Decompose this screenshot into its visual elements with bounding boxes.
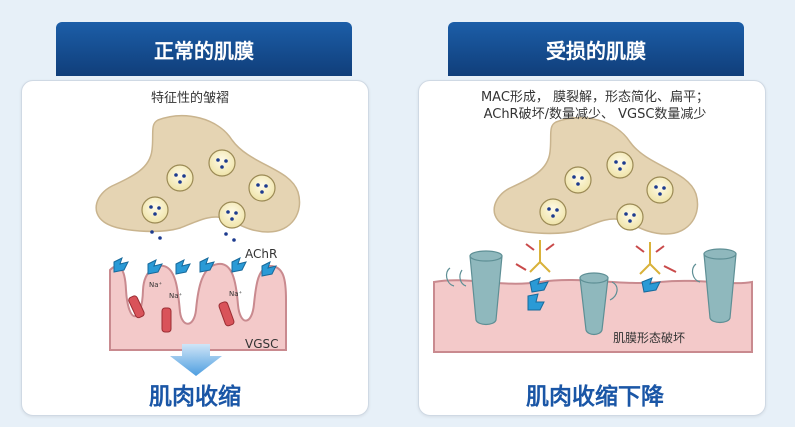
na-label-2: Na⁺ [169,292,183,300]
damaged-membrane-title: 受损的肌膜 [448,22,744,76]
vgsc-label: VGSC [245,337,279,351]
damaged-caption-line2: AChR破坏/数量减少、 VGSC数量减少 [483,107,707,122]
na-label-1: Na⁺ [149,281,163,289]
contraction-arrow [170,344,222,376]
mac-complexes [445,248,737,336]
antibodies [515,240,677,275]
achr-label: AChR [245,247,278,261]
normal-result: 肌肉收缩 [149,384,241,410]
damaged-caption-line1: MAC形成， 膜裂解，形态简化、扁平； [480,90,710,105]
membrane-damage-label: 肌膜形态破坏 [613,331,686,345]
achr-receptors [113,257,277,277]
normal-caption: 特征性的皱褶 [150,91,229,106]
vgsc-channels [128,295,235,333]
nerve-terminal [95,115,301,233]
achr-receptors-remaining [527,277,661,311]
normal-membrane-title: 正常的肌膜 [56,22,352,76]
nerve-terminal-damaged [493,117,699,235]
synaptic-vesicles-damaged [539,151,674,231]
na-label-3: Na⁺ [229,290,243,298]
damaged-result: 肌肉收缩下降 [526,384,664,410]
synaptic-vesicles [141,149,276,242]
